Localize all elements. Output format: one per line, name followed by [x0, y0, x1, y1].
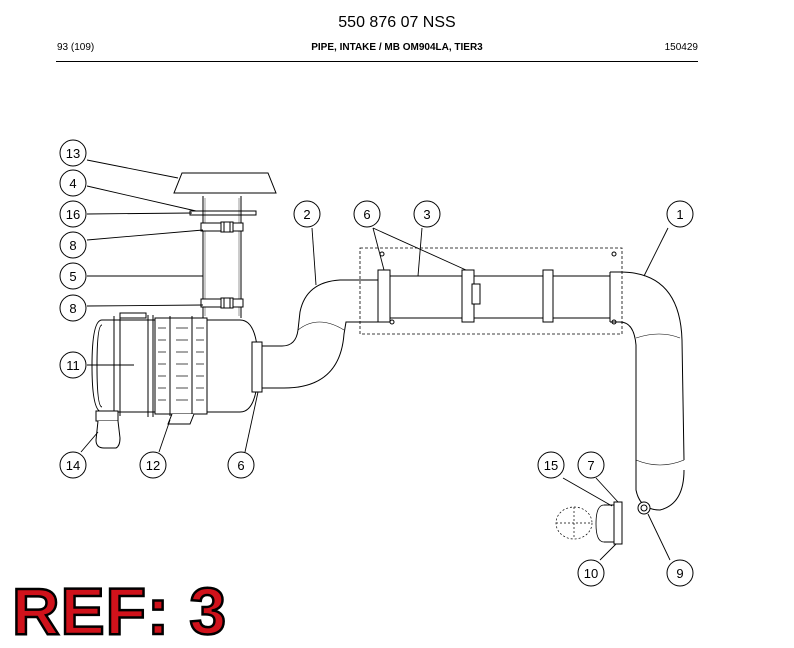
- callout-8-lower: 8: [59, 294, 87, 322]
- callout-14: 14: [59, 451, 87, 479]
- callout-9: 9: [666, 559, 694, 587]
- callout-8-upper: 8: [59, 231, 87, 259]
- callout-bubbles: 13 4 16 8 5 8 11 14 12 6 2 6 3 1 15 7 10…: [59, 139, 694, 587]
- svg-text:12: 12: [146, 458, 160, 473]
- washer: [189, 210, 257, 216]
- pipe-clamp: [377, 269, 554, 323]
- upper-hose-clamp: [200, 221, 244, 233]
- svg-text:6: 6: [363, 207, 370, 222]
- svg-text:14: 14: [66, 458, 80, 473]
- callout-3: 3: [413, 200, 441, 228]
- rubber-elbow-hose: [262, 279, 386, 389]
- callout-7: 7: [577, 451, 605, 479]
- dust-valve: [95, 410, 121, 449]
- svg-text:10: 10: [584, 566, 598, 581]
- svg-text:8: 8: [69, 301, 76, 316]
- svg-text:16: 16: [66, 207, 80, 222]
- filter-element-perforation: [158, 327, 204, 401]
- sensor-plug: [637, 501, 651, 515]
- svg-text:15: 15: [544, 458, 558, 473]
- callout-leaders: [80, 159, 671, 561]
- svg-text:8: 8: [69, 238, 76, 253]
- document-number: 550 876 07 NSS: [338, 14, 456, 31]
- callout-10: 10: [577, 559, 605, 587]
- callout-16: 16: [59, 200, 87, 228]
- callout-4: 4: [59, 169, 87, 197]
- svg-text:7: 7: [587, 458, 594, 473]
- svg-text:2: 2: [303, 207, 310, 222]
- callout-2: 2: [293, 200, 321, 228]
- svg-text:1: 1: [676, 207, 683, 222]
- intake-pipe-horizontal: [386, 272, 611, 322]
- header-divider: [56, 61, 698, 62]
- callout-5: 5: [59, 262, 87, 290]
- pipe-mounting-plate: [359, 247, 623, 335]
- svg-text:13: 13: [66, 146, 80, 161]
- callout-6-left: 6: [227, 451, 255, 479]
- svg-text:4: 4: [69, 176, 76, 191]
- air-cleaner-outlet: [251, 341, 264, 393]
- callout-11: 11: [59, 351, 87, 379]
- air-cleaner-cap: [173, 172, 277, 194]
- plate-bolt-icon: [389, 319, 395, 325]
- svg-text:6: 6: [237, 458, 244, 473]
- outlet-hose-connection: [555, 501, 623, 545]
- callout-13: 13: [59, 139, 87, 167]
- date-code: 150429: [664, 42, 698, 53]
- svg-text:3: 3: [423, 207, 430, 222]
- callout-12: 12: [139, 451, 167, 479]
- air-cleaner-housing: [91, 312, 259, 417]
- page-number: 93 (109): [57, 42, 95, 53]
- svg-text:5: 5: [69, 269, 76, 284]
- callout-6-top: 6: [353, 200, 381, 228]
- reference-label: REF: 3: [11, 574, 228, 648]
- svg-text:11: 11: [66, 358, 80, 373]
- lower-hose-clamp: [200, 297, 244, 309]
- plate-bolt-icon: [611, 251, 617, 257]
- vertical-pipe: [202, 196, 242, 318]
- intake-pipe-elbow: [610, 271, 685, 511]
- svg-text:9: 9: [676, 566, 683, 581]
- callout-1: 1: [666, 200, 694, 228]
- mounting-bracket: [167, 413, 195, 425]
- callout-15: 15: [537, 451, 565, 479]
- page-title: PIPE, INTAKE / MB OM904LA, TIER3: [311, 42, 483, 53]
